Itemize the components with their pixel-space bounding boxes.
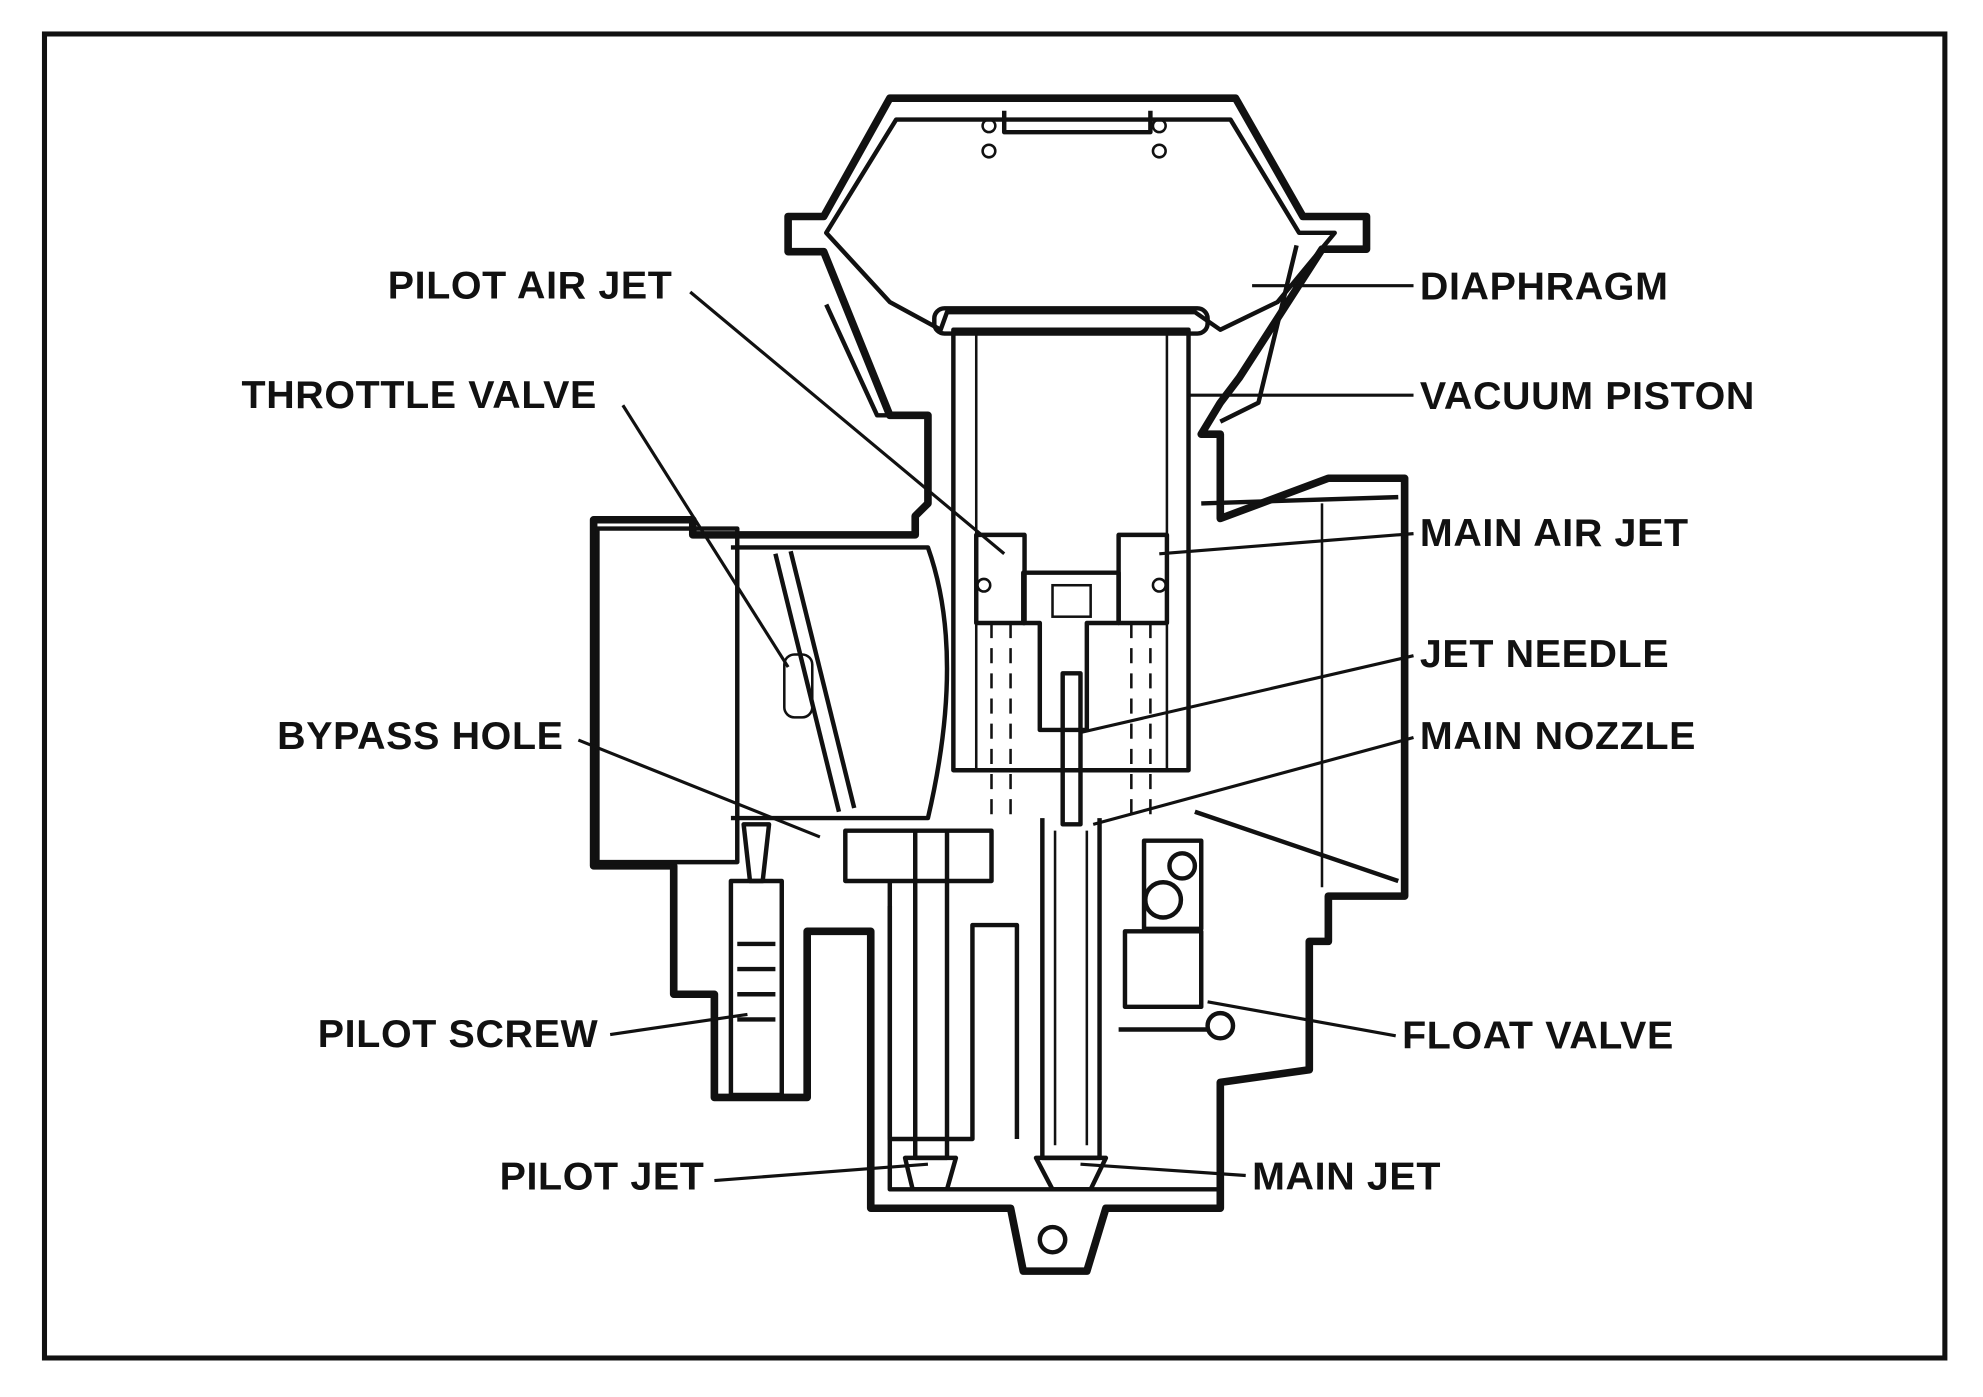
label-main-jet: MAIN JET [1252, 1156, 1441, 1199]
leader-lines [577, 284, 1414, 1183]
label-bypass-hole: BYPASS HOLE [277, 715, 563, 758]
label-pilot-jet: PILOT JET [500, 1156, 705, 1199]
label-vacuum-piston: VACUUM PISTON [1420, 375, 1755, 418]
label-pilot-air-jet: PILOT AIR JET [388, 264, 673, 307]
label-main-air-jet: MAIN AIR JET [1420, 512, 1689, 555]
diagram-frame [41, 31, 1948, 1361]
carburetor-body [589, 94, 1409, 1275]
label-throttle-valve: THROTTLE VALVE [242, 374, 597, 417]
label-diaphragm: DIAPHRAGM [1420, 266, 1669, 309]
label-main-nozzle: MAIN NOZZLE [1420, 715, 1696, 758]
label-float-valve: FLOAT VALVE [1402, 1015, 1674, 1058]
label-jet-needle: JET NEEDLE [1420, 633, 1669, 676]
label-pilot-screw: PILOT SCREW [318, 1013, 599, 1056]
